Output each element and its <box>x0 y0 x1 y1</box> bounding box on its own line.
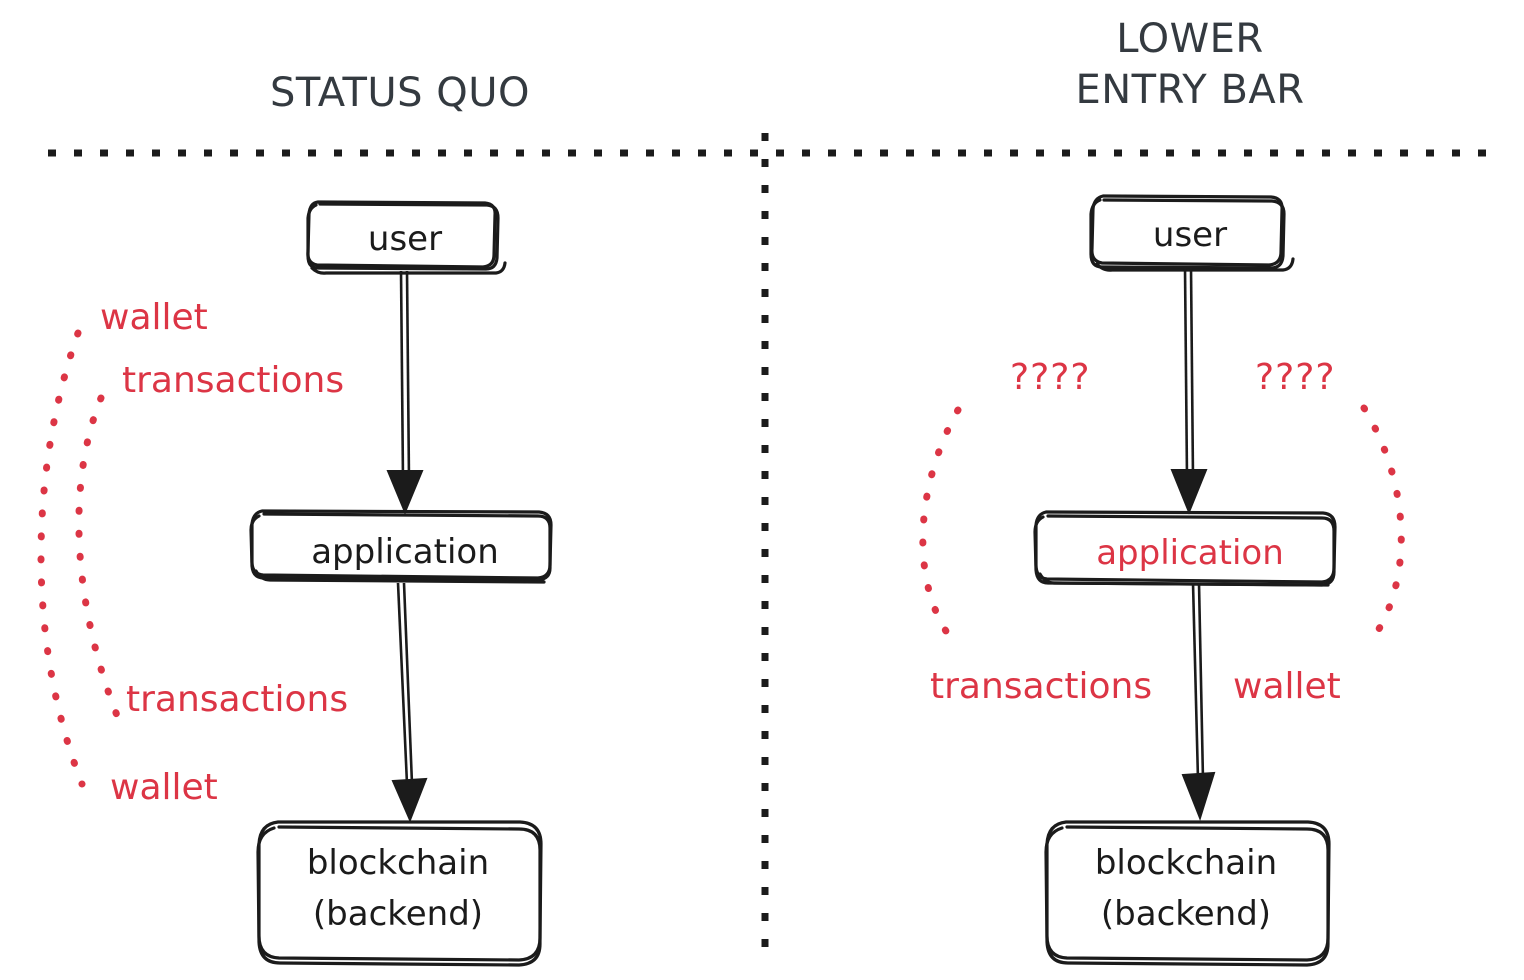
red-arc-right-left <box>919 406 962 649</box>
annotation-left-wallet-bottom: wallet <box>110 767 218 808</box>
arrowhead-user-application-left <box>386 470 424 515</box>
arrowhead-user-application-right <box>1170 469 1208 515</box>
node-application-right <box>1033 510 1337 587</box>
arrow-application-to-blockchain-left <box>396 582 414 785</box>
annotation-left-wallet-top: wallet <box>100 297 208 338</box>
annotation-left-transactions-top: transactions <box>122 360 345 401</box>
red-arc-right-right <box>1360 404 1405 649</box>
node-label-user-right: user <box>1152 215 1228 255</box>
arrowhead-application-blockchain-right <box>1181 771 1216 822</box>
annotation-right-question-right: ???? <box>1255 357 1336 398</box>
node-blockchain-left <box>256 820 543 967</box>
annotation-right-question-left: ???? <box>1010 357 1091 398</box>
node-label-blockchain-left: blockchain (backend) <box>306 843 490 934</box>
arrow-user-to-application-right <box>1183 267 1195 479</box>
node-blockchain-right <box>1044 820 1331 967</box>
node-label-blockchain-right: blockchain (backend) <box>1094 843 1278 934</box>
node-label-application-right: application <box>1096 533 1284 573</box>
node-user-left <box>306 200 507 275</box>
arrow-user-to-application-left <box>399 270 411 481</box>
panel-title-right: LOWER ENTRY BAR <box>1075 16 1305 114</box>
arrowhead-application-blockchain-left <box>391 777 428 823</box>
annotation-right-transactions: transactions <box>930 666 1153 707</box>
node-label-user-left: user <box>367 219 443 259</box>
red-arc-left-inner <box>75 394 122 722</box>
annotation-left-transactions-bottom: transactions <box>126 679 349 720</box>
red-arc-left-outer <box>37 329 86 788</box>
arrow-application-to-blockchain-right <box>1191 582 1205 781</box>
panel-title-left: STATUS QUO <box>269 70 531 116</box>
annotation-right-wallet: wallet <box>1233 666 1341 707</box>
node-label-application-left: application <box>311 532 499 572</box>
node-user-right <box>1089 194 1295 272</box>
node-application-left <box>249 509 553 584</box>
